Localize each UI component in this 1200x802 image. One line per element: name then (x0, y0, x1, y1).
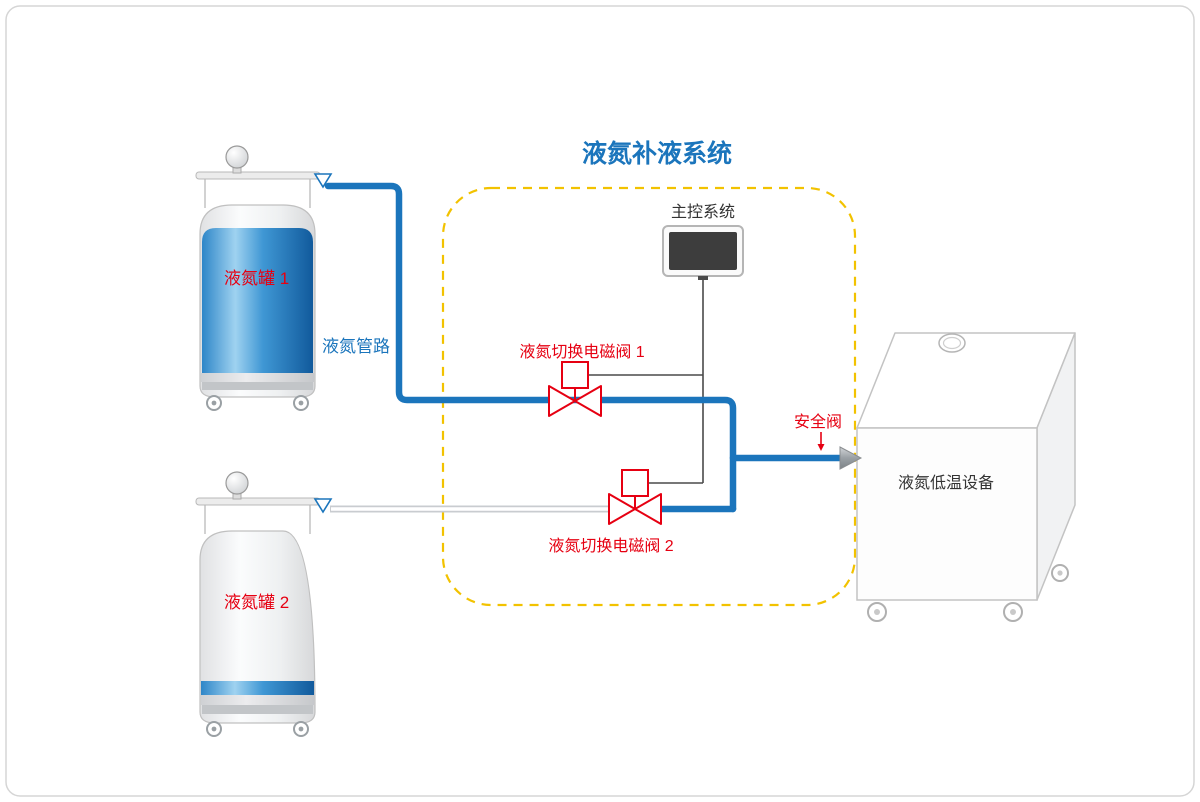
tank-2-base-band2 (202, 705, 313, 714)
cryogenic-equipment: 液氮低温设备 (856, 332, 1076, 622)
control-wires (589, 276, 704, 484)
valve-1-body-left-icon (548, 385, 576, 417)
tank-1-gauge-icon (225, 145, 249, 169)
control-system-label: 主控系统 (671, 203, 735, 221)
tank-1-base-band2 (202, 382, 313, 390)
equipment-port-hole-icon (938, 333, 966, 353)
valve-1-label: 液氮切换电磁阀 1 (519, 343, 644, 361)
tank-2-liquid-stripe (201, 681, 314, 695)
tank-1-port-icon (313, 173, 333, 189)
safety-valve: 安全阀 (794, 413, 863, 470)
control-system: 主控系统 (662, 203, 744, 280)
valve-2-label: 液氮切换电磁阀 2 (548, 537, 673, 555)
solenoid-valve-2: 液氮切换电磁阀 2 (548, 469, 674, 555)
page-title: 液氮补液系统 (582, 139, 732, 168)
tank-2-wheel-left-hub (211, 726, 217, 732)
safety-valve-nozzle-icon (839, 446, 863, 470)
equipment-label: 液氮低温设备 (898, 474, 994, 492)
tank-1-lid (195, 171, 321, 180)
valve-1-solenoid-coil-icon (561, 361, 589, 389)
ln2-pipes (324, 182, 853, 513)
tank-1-wheel-left-hub (211, 400, 217, 406)
equipment-front-face (856, 427, 1038, 601)
pipeline-label: 液氮管路 (322, 337, 390, 356)
solenoid-valve-1: 液氮切换电磁阀 1 (519, 343, 645, 417)
tank-2-lid (195, 497, 321, 506)
tank-1-liquid (202, 228, 313, 373)
system-boundary-dashed-box (441, 186, 857, 607)
equipment-port-hole-inner (942, 336, 962, 350)
equipment-wheel-back-hub (1057, 570, 1063, 576)
tank-2-wheel-right-hub (298, 726, 304, 732)
safety-valve-label: 安全阀 (794, 413, 842, 431)
tank-2-port-icon (313, 498, 333, 514)
valve-2-body-left-icon (608, 493, 636, 525)
ln2-pipe-tank1-to-junction (324, 182, 737, 513)
tank-2-gauge-icon (225, 471, 249, 495)
tank-1-base-band (201, 373, 314, 382)
equipment-wheel-right-hub (1010, 609, 1016, 615)
safety-valve-pointer-arrow-icon (817, 444, 825, 451)
tank-2: 液氮罐 2 (195, 471, 321, 737)
tank-1-label: 液氮罐 1 (224, 269, 289, 288)
tank-1: 液氮罐 1 (195, 145, 321, 411)
valve-1-body-right-icon (574, 385, 602, 417)
control-display-stand (698, 276, 708, 280)
equipment-wheel-left-hub (874, 609, 880, 615)
valve-2-solenoid-coil-icon (621, 469, 649, 497)
control-display-screen (669, 232, 737, 270)
tank-2-label: 液氮罐 2 (224, 593, 289, 612)
tank-2-base-band (201, 695, 314, 705)
tank-1-wheel-right-hub (298, 400, 304, 406)
valve-2-body-right-icon (634, 493, 662, 525)
